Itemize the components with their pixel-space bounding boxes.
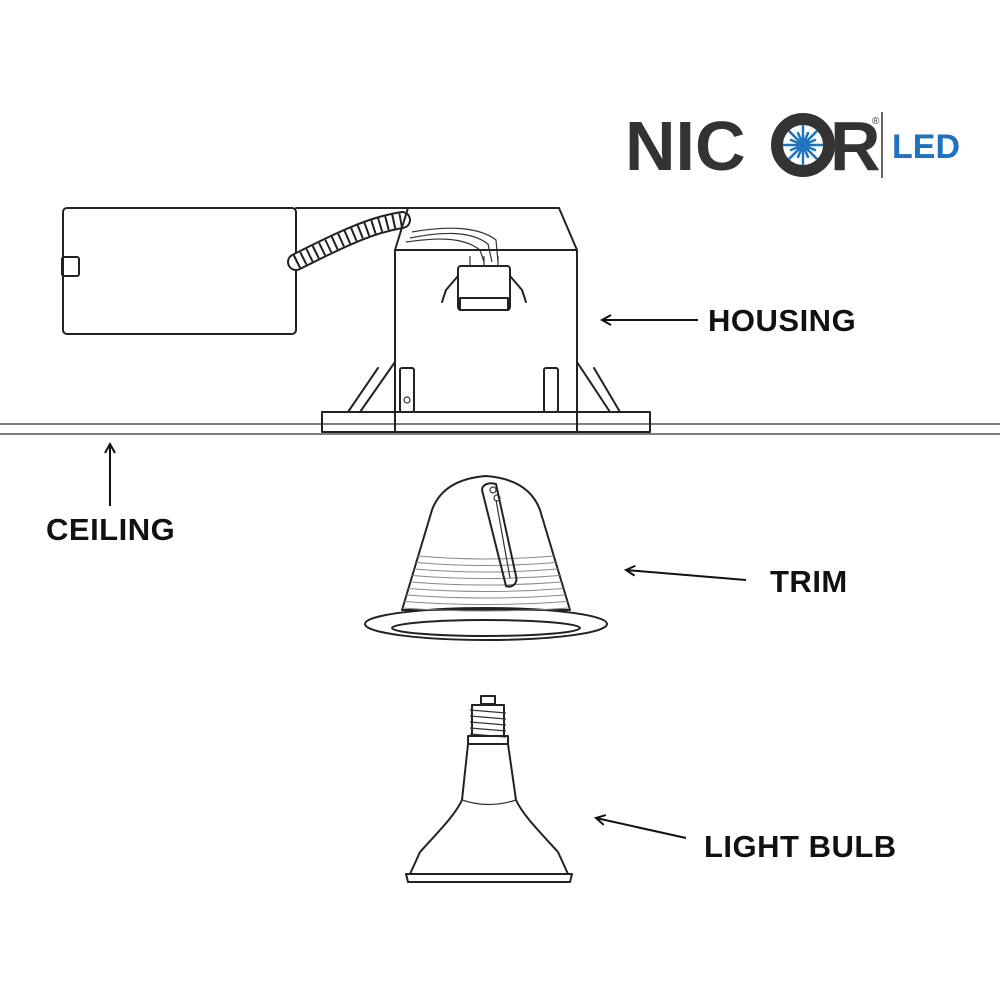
trim-arrow bbox=[626, 570, 747, 581]
light-bulb-label: LIGHT BULB bbox=[704, 829, 897, 864]
ceiling-label: CEILING bbox=[46, 512, 175, 547]
housing-callout: HOUSING bbox=[602, 303, 856, 338]
flex-conduit bbox=[287, 211, 411, 271]
logo-brand-right: R bbox=[830, 107, 881, 185]
logo-registered: ® bbox=[872, 116, 880, 127]
star-burst-icon bbox=[771, 113, 835, 177]
trim-drawing bbox=[364, 475, 608, 641]
logo-brand-left: NIC bbox=[625, 107, 746, 185]
housing-drawing bbox=[61, 207, 651, 433]
nicor-led-logo: NIC R ® LED bbox=[625, 107, 960, 185]
housing-label: HOUSING bbox=[708, 303, 856, 338]
bulb-screw-threads bbox=[469, 709, 507, 738]
ceiling-callout: CEILING bbox=[46, 444, 175, 547]
trim-baffle-rings bbox=[402, 555, 570, 612]
trim-callout: TRIM bbox=[626, 564, 848, 599]
light-bulb-drawing bbox=[405, 695, 573, 883]
trim-label: TRIM bbox=[770, 564, 848, 599]
lamp-socket-bracket bbox=[441, 256, 527, 311]
light-bulb-arrow bbox=[596, 818, 687, 839]
light-bulb-callout: LIGHT BULB bbox=[596, 818, 897, 864]
ceiling-lines bbox=[0, 423, 1000, 435]
logo-suffix: LED bbox=[892, 128, 960, 166]
